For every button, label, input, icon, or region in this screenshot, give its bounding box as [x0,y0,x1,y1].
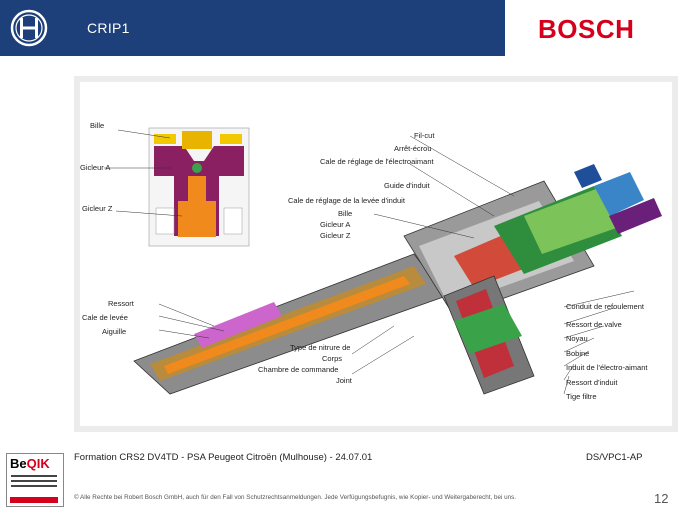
callout-label: Gicleur Z [320,231,351,240]
callout-label: Chambre de commande [258,365,338,374]
callout-label: Guide d'induit [384,181,431,190]
callout-label: Aiguille [102,327,126,336]
injector-body [133,164,662,395]
valve-detail-inset [104,127,250,247]
callout-label: Gicleur A [80,163,110,172]
slide-title: CRIP1 [87,20,130,36]
callout-label: Ressort de valve [566,320,622,329]
department-code: DS/VPC1-AP [586,452,643,463]
callout-label: Conduit de refoulement [566,302,645,311]
callout-leaders [158,135,635,395]
callout-label: Gicleur Z [82,204,113,213]
armature-icon [10,9,48,47]
injector-cutaway-diagram: Bille Gicleur A Gicleur Z Ressort Cale d… [80,82,672,426]
beqik-logo: BeQIK [6,453,64,507]
callout-label: Gicleur A [320,220,350,229]
beqik-wordmark: BeQIK [10,456,50,471]
callout-label: Bobine [566,349,589,358]
bosch-wordmark: BOSCH [538,14,635,44]
copyright-notice: © Alle Rechte bei Robert Bosch GmbH, auc… [74,494,517,501]
callout-label: Ressort d'induit [566,378,618,387]
callout-label: Cale de réglage de l'électroaimant [320,157,435,166]
course-title: Formation CRS2 DV4TD - PSA Peugeot Citro… [74,452,373,463]
callout-label: Joint [336,376,353,385]
slide-header: CRIP1 BOSCH [0,0,680,56]
bosch-armature-logo [0,0,58,56]
beqik-lines [11,475,57,490]
callout-label: Fil-cut [414,131,435,140]
callout-label: Induit de l'électro-aimant [566,363,648,372]
page-number: 12 [654,491,669,506]
callout-label: Corps [322,354,342,363]
callout-label: Ressort [108,299,135,308]
callout-label: Tige filtre [566,392,597,401]
callout-label: Bille [338,209,352,218]
title-band [58,0,505,56]
callout-label: Cale de levée [82,313,128,322]
beqik-strip [10,497,58,503]
callout-label: Type de nitrure de [290,343,350,352]
callout-label: Bille [90,121,104,130]
injector-diagram-panel: Bille Gicleur A Gicleur Z Ressort Cale d… [74,76,678,432]
callout-label: Cale de réglage de la levée d'induit [288,196,406,205]
callout-label: Noyau [566,334,588,343]
callout-label: Arrêt-écrou [394,144,432,153]
